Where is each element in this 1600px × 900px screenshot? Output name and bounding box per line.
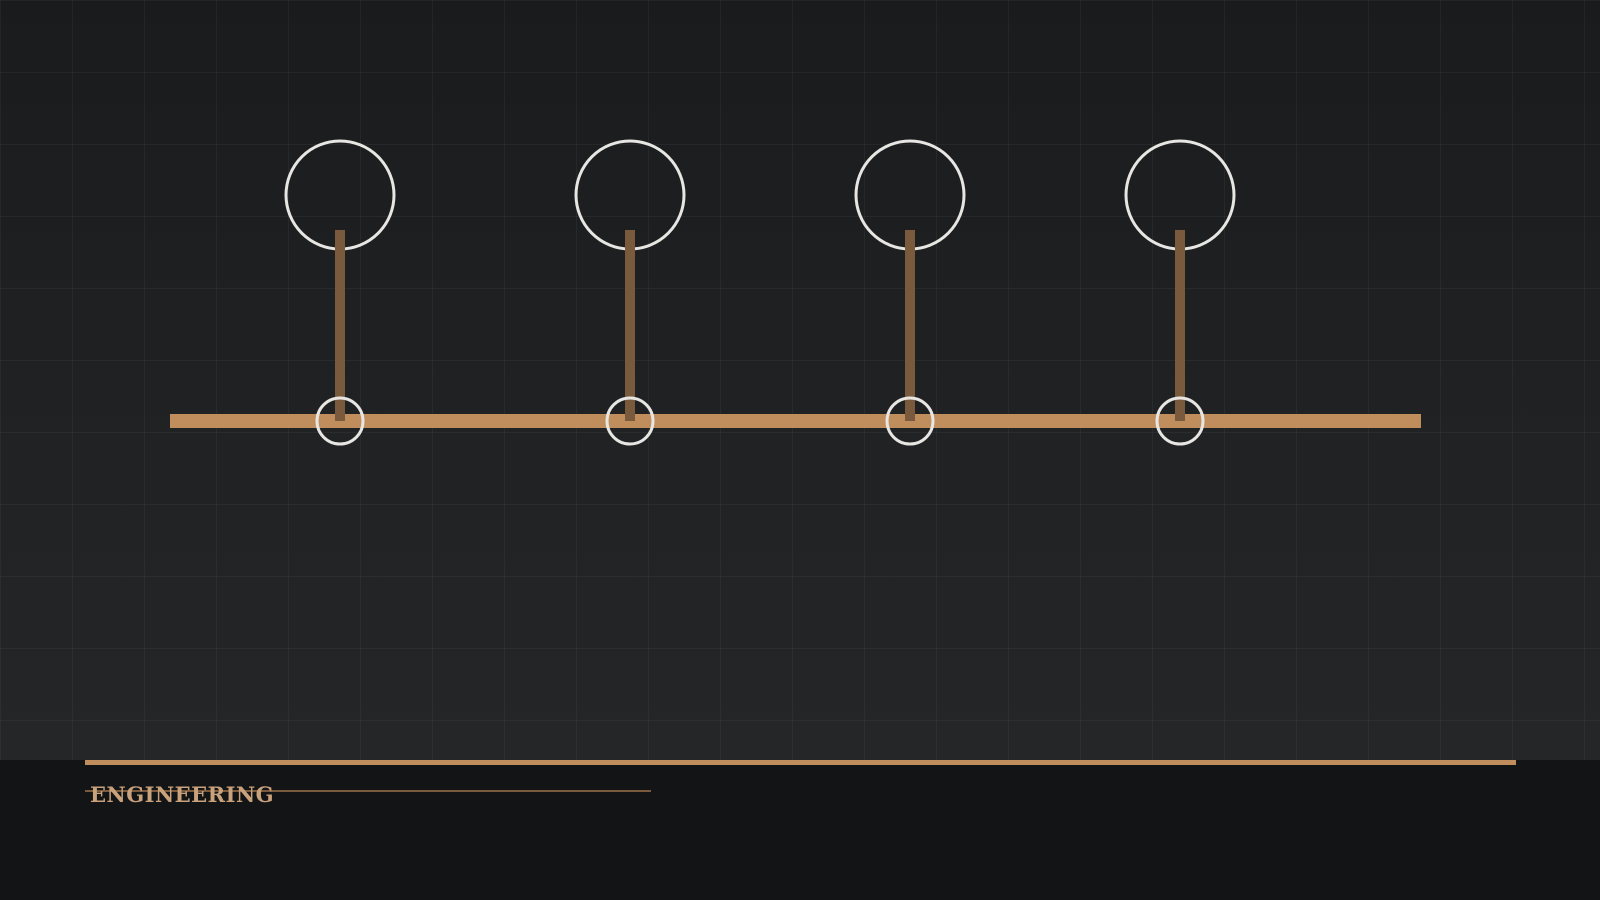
- node-connector-stem: [335, 230, 345, 421]
- timeline-node: [854, 139, 966, 446]
- node-anchor-circle: [315, 396, 365, 446]
- timeline-diagram: [170, 139, 1421, 446]
- node-anchor-circle: [1155, 396, 1205, 446]
- footer-label: ENGINEERING: [90, 782, 275, 807]
- timeline-axis: [170, 414, 1421, 428]
- footer-divider: [85, 760, 1516, 765]
- node-connector-stem: [1175, 230, 1185, 421]
- timeline-nodes: [284, 139, 1236, 446]
- footer-underline: [85, 790, 651, 792]
- node-connector-stem: [625, 230, 635, 421]
- node-anchor-circle: [885, 396, 935, 446]
- node-anchor-circle: [605, 396, 655, 446]
- footer: ENGINEERING: [0, 760, 1600, 900]
- timeline-node: [284, 139, 396, 446]
- timeline-node: [574, 139, 686, 446]
- background-grid: [0, 0, 1600, 760]
- node-connector-stem: [905, 230, 915, 421]
- diagram-canvas: [0, 0, 1600, 760]
- timeline-node: [1124, 139, 1236, 446]
